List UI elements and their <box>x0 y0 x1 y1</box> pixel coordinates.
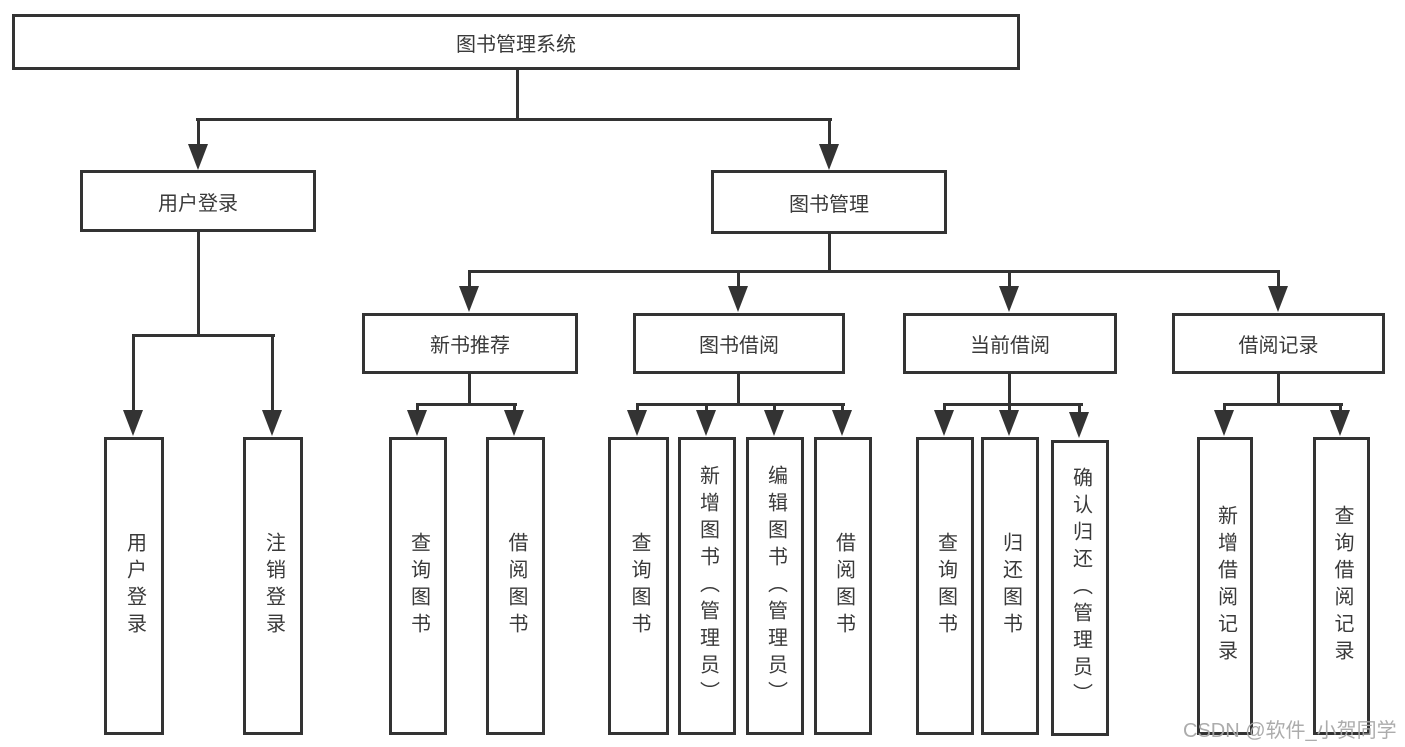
leaf-cb-query-books-label: 查询图书 <box>934 532 957 640</box>
leaf-nb-query-books: 查询图书 <box>389 437 447 735</box>
leaf-cb-return-books: 归还图书 <box>981 437 1039 735</box>
arrowhead-down <box>728 286 748 312</box>
leaf-cb-query-books: 查询图书 <box>916 437 974 735</box>
arrowhead-down <box>819 144 839 170</box>
node-new-book-recommend-label: 新书推荐 <box>430 335 510 357</box>
connector-line <box>1223 406 1226 412</box>
leaf-cb-confirm-return-label: 确认归还（管理员） <box>1069 466 1092 710</box>
arrowhead-down <box>504 410 524 436</box>
arrowhead-down <box>1214 410 1234 436</box>
connector-line <box>513 406 516 412</box>
leaf-bb-query-books-label: 查询图书 <box>628 532 650 640</box>
leaf-nb-borrow-books-label: 借阅图书 <box>505 532 527 640</box>
node-book-borrowing-label: 图书借阅 <box>699 335 779 357</box>
arrowhead-down <box>999 410 1019 436</box>
connector-line <box>197 118 200 146</box>
leaf-bb-borrow-books: 借阅图书 <box>814 437 872 735</box>
connector-line <box>737 273 740 287</box>
connector-line <box>636 406 639 412</box>
connector-line <box>828 118 831 146</box>
leaf-bb-query-books: 查询图书 <box>608 437 669 735</box>
connector-line <box>1277 273 1280 287</box>
connector-line <box>197 232 200 337</box>
arrowhead-down <box>934 410 954 436</box>
connector-line <box>1223 403 1343 406</box>
arrowhead-down <box>188 144 208 170</box>
connector-line <box>132 337 135 412</box>
node-book-borrowing: 图书借阅 <box>633 313 845 374</box>
connector-line <box>705 406 708 412</box>
connector-line <box>737 374 740 406</box>
connector-line <box>516 70 519 118</box>
connector-line <box>1008 273 1011 287</box>
leaf-nb-query-books-label: 查询图书 <box>407 532 430 640</box>
leaf-bb-edit-books-label: 编辑图书（管理员） <box>764 464 787 708</box>
leaf-bb-add-books: 新增图书（管理员） <box>678 437 736 735</box>
connector-line <box>468 273 471 287</box>
connector-line <box>943 403 1083 406</box>
leaf-cb-confirm-return: 确认归还（管理员） <box>1051 440 1109 736</box>
connector-line <box>132 334 275 337</box>
leaf-bb-borrow-books-label: 借阅图书 <box>832 532 855 640</box>
leaf-br-query-record-label: 查询借阅记录 <box>1331 505 1353 667</box>
node-user-login: 用户登录 <box>80 170 316 232</box>
connector-line <box>468 270 1280 273</box>
arrowhead-down <box>832 410 852 436</box>
connector-line <box>773 406 776 412</box>
arrowhead-down <box>764 410 784 436</box>
arrowhead-down <box>407 410 427 436</box>
node-borrowing-records: 借阅记录 <box>1172 313 1385 374</box>
arrowhead-down <box>1069 412 1089 438</box>
leaf-br-query-record: 查询借阅记录 <box>1313 437 1370 735</box>
connector-line <box>1008 406 1011 412</box>
node-new-book-recommend: 新书推荐 <box>362 313 578 374</box>
leaf-user-login: 用户登录 <box>104 437 164 735</box>
leaf-bb-add-books-label: 新增图书（管理员） <box>696 464 719 708</box>
connector-line <box>196 118 832 121</box>
arrowhead-down <box>999 286 1019 312</box>
connector-line <box>841 406 844 412</box>
node-book-management-label: 图书管理 <box>789 193 869 216</box>
arrowhead-down <box>1330 410 1350 436</box>
leaf-logout: 注销登录 <box>243 437 303 735</box>
leaf-user-login-label: 用户登录 <box>123 532 146 640</box>
connector-line <box>636 403 845 406</box>
connector-line <box>1008 374 1011 406</box>
node-user-login-label: 用户登录 <box>158 192 238 215</box>
leaf-cb-return-books-label: 归还图书 <box>999 532 1022 640</box>
arrowhead-down <box>627 410 647 436</box>
connector-line <box>416 403 517 406</box>
connector-line <box>828 234 831 272</box>
node-root-label: 图书管理系统 <box>456 33 576 56</box>
watermark-text: CSDN @软件_小贺同学 <box>1183 720 1397 742</box>
arrowhead-down <box>459 286 479 312</box>
connector-line <box>1078 406 1081 412</box>
leaf-logout-label: 注销登录 <box>262 532 285 640</box>
connector-line <box>468 374 471 406</box>
connector-line <box>1277 374 1280 406</box>
leaf-bb-edit-books: 编辑图书（管理员） <box>746 437 804 735</box>
arrowhead-down <box>262 410 282 436</box>
leaf-nb-borrow-books: 借阅图书 <box>486 437 545 735</box>
arrowhead-down <box>696 410 716 436</box>
connector-line <box>943 406 946 412</box>
node-book-management: 图书管理 <box>711 170 947 234</box>
connector-line <box>416 406 419 412</box>
arrowhead-down <box>1268 286 1288 312</box>
arrowhead-down <box>123 410 143 436</box>
leaf-br-add-record: 新增借阅记录 <box>1197 437 1253 735</box>
node-borrowing-records-label: 借阅记录 <box>1238 335 1319 357</box>
node-root: 图书管理系统 <box>12 14 1020 70</box>
node-current-borrowing: 当前借阅 <box>903 313 1117 374</box>
connector-line <box>271 337 274 412</box>
node-current-borrowing-label: 当前借阅 <box>970 335 1050 357</box>
leaf-br-add-record-label: 新增借阅记录 <box>1214 505 1237 667</box>
connector-line <box>1339 406 1342 412</box>
